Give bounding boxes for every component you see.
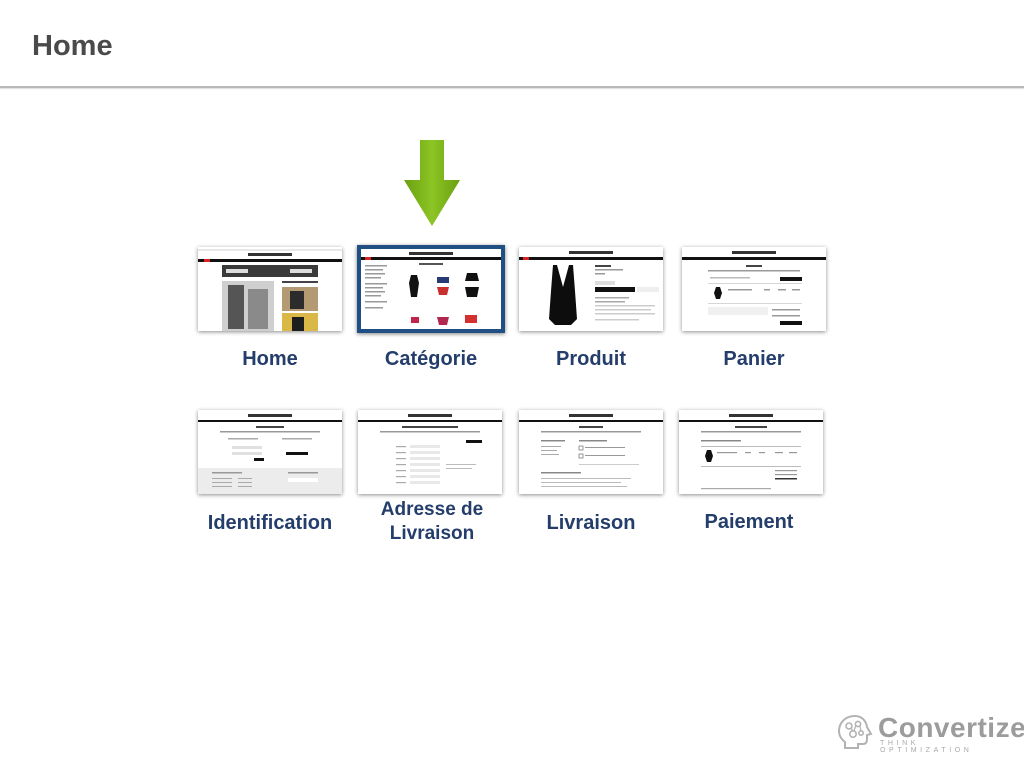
thumbnail-identification[interactable] (198, 410, 342, 494)
brain-head-icon (837, 714, 873, 749)
step-label-identification: Identification (207, 512, 333, 534)
step-label-line: Adresse de (380, 499, 484, 520)
step-label-paiement: Paiement (704, 511, 794, 533)
step-label-categorie: Catégorie (384, 348, 478, 370)
thumbnail-home[interactable] (198, 247, 342, 331)
thumbnail-paiement[interactable] (679, 410, 823, 494)
thumbnail-panier[interactable] (682, 247, 826, 331)
title-divider (0, 86, 1024, 88)
convertize-logo: Convertize THINK OPTIMIZATION (836, 712, 1024, 754)
step-label-line: Livraison (389, 523, 475, 544)
thumbnail-adresse-livraison[interactable] (358, 410, 502, 494)
thumbnail-categorie[interactable] (357, 245, 505, 333)
step-label-livraison: Livraison (546, 512, 636, 534)
logo-name: Convertize (878, 712, 1024, 743)
logo-tagline: THINK OPTIMIZATION (880, 740, 973, 754)
thumbnail-livraison[interactable] (519, 410, 663, 494)
down-arrow-icon (404, 140, 460, 226)
step-label-panier: Panier (723, 348, 785, 370)
slide-title: Home (32, 30, 113, 62)
step-label-home: Home (242, 348, 298, 370)
step-label-adresse-livraison: Adresse de Livraison (347, 498, 517, 546)
thumbnail-produit[interactable] (519, 247, 663, 331)
step-label-produit: Produit (556, 348, 626, 370)
